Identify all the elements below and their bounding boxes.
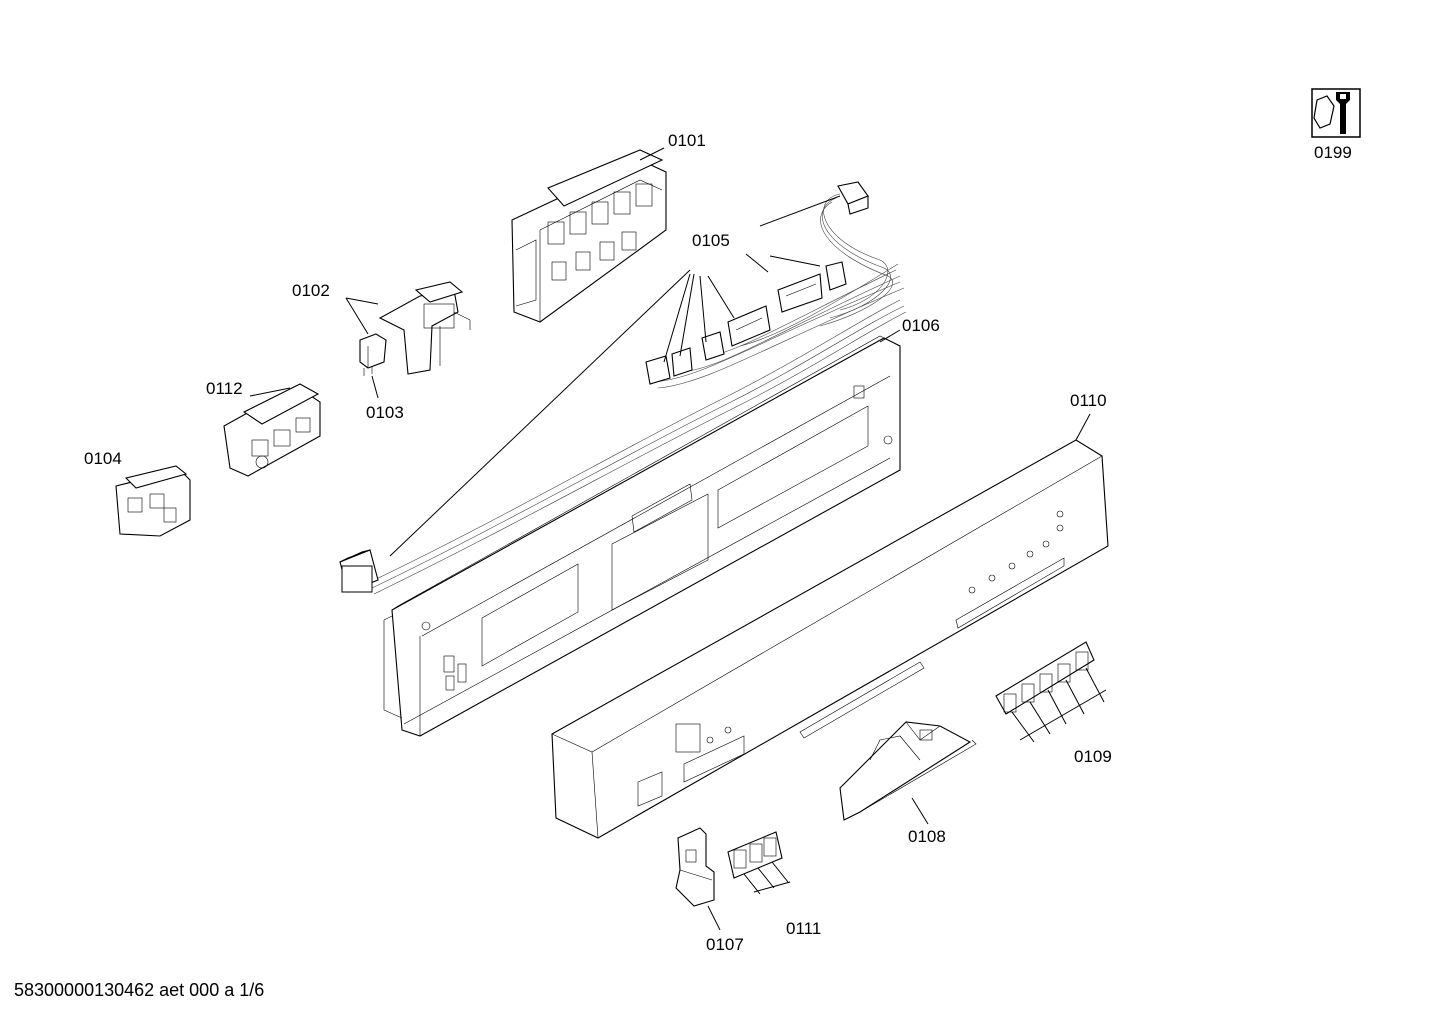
part-0112-module bbox=[223, 383, 321, 477]
part-0107-bracket bbox=[675, 827, 715, 907]
label-0112: 0112 bbox=[206, 379, 243, 398]
part-0101-control-module bbox=[511, 149, 667, 323]
wrench-nut-icon bbox=[1311, 88, 1361, 138]
label-0104: 0104 bbox=[84, 449, 122, 468]
label-0111: 0111 bbox=[786, 919, 821, 938]
document-code: 58300000130462 aet 000 a 1/6 bbox=[14, 980, 265, 1000]
label-0102: 0102 bbox=[292, 281, 330, 300]
part-0111-buttons bbox=[727, 831, 783, 879]
part-0109-button-strip bbox=[995, 641, 1095, 715]
part-0105-wire-harness bbox=[339, 181, 907, 595]
part-0103-relay bbox=[359, 333, 387, 376]
label-0199: 0199 bbox=[1314, 143, 1352, 162]
label-0105: 0105 bbox=[692, 231, 730, 250]
part-0104-module bbox=[115, 465, 191, 537]
label-0103: 0103 bbox=[366, 403, 404, 422]
label-0109: 0109 bbox=[1074, 747, 1112, 766]
label-0107: 0107 bbox=[706, 935, 744, 954]
label-0108: 0108 bbox=[908, 827, 946, 846]
label-0110: 0110 bbox=[1070, 391, 1107, 410]
label-0106: 0106 bbox=[902, 316, 940, 335]
part-0106-frame bbox=[383, 335, 901, 737]
part-0102-switch bbox=[378, 281, 471, 375]
label-0101: 0101 bbox=[668, 131, 706, 150]
part-0108-cover bbox=[839, 721, 977, 821]
